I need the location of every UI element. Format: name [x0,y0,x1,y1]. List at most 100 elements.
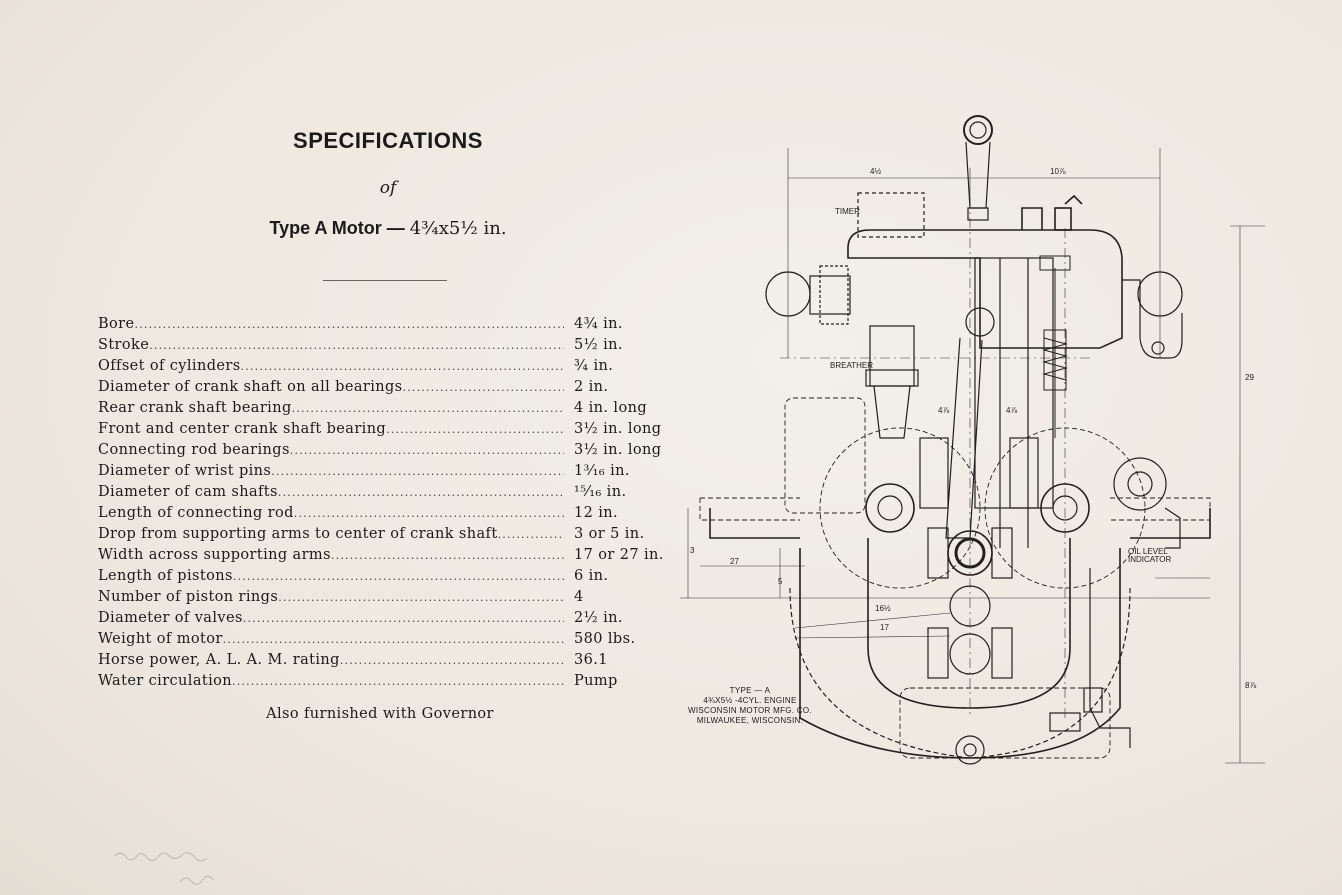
leader-dots: ........................................… [278,591,564,604]
leader-dots: ........................................… [277,486,564,499]
dashed-outlines [699,397,1211,759]
dim-16: 16½ [875,604,891,613]
right-cover [1113,457,1181,549]
caption-line: WISCONSIN MOTOR MFG. CO. [688,706,812,715]
leader-dots: ........................................… [232,570,564,583]
indicator-label: INDICATOR [1128,555,1171,564]
dim-27: 27 [730,557,739,566]
spec-value: 36.1 [574,652,608,668]
dim-4b: 4⅞ [1006,406,1017,415]
spec-row: Rear crank shaft bearing................… [98,400,678,421]
spec-value: 4 [574,589,584,605]
spec-row: Diameter of crank shaft on all bearings.… [98,379,678,400]
engine-cross-section-drawing: 4½ 10⅞ TIMER BREATHER OIL LEVEL INDICATO… [670,108,1290,778]
spec-row: Stroke..................................… [98,337,678,358]
spec-row: Water circulation.......................… [98,673,678,694]
leader-dots: ........................................… [222,633,564,646]
crank-handle [963,115,993,221]
spec-value: Pump [574,673,618,689]
title-of: of [379,178,397,198]
dim-4a: 4⅞ [938,406,949,415]
leader-dots: ........................................… [232,675,565,688]
dim-17: 17 [880,623,889,632]
caption-line: TYPE — A [729,686,771,695]
leader-dots: ........................................… [289,444,564,457]
spec-row: Diameter of wrist pins..................… [98,463,678,484]
leader-dots: ........................................… [149,339,565,352]
spec-label: Diameter of crank shaft on all bearings [98,379,403,395]
leader-dots: ........................................… [291,402,564,415]
spec-label: Diameter of cam shafts [98,484,278,500]
spec-value: 3 or 5 in. [574,526,645,542]
oil-level-label: OIL LEVEL [1128,547,1168,556]
oil-level-pipe [1089,568,1131,748]
specifications-list: Bore....................................… [98,316,678,694]
spec-row: Length of pistons.......................… [98,568,678,589]
spec-value: 580 lbs. [574,631,636,647]
drain-plug [955,735,985,765]
spec-row: Number of piston rings..................… [98,589,678,610]
flywheel-outline [789,587,1131,759]
leader-dots: ........................................… [242,612,564,625]
water-outlet-right [1122,271,1183,359]
spec-row: Front and center crank shaft bearing....… [98,421,678,442]
spec-value: ¾ in. [574,358,614,374]
water-outlet-left [765,265,851,325]
dimension-lines [680,148,1265,764]
spec-value: 17 or 27 in. [574,547,664,563]
spec-label: Horse power, A. L. A. M. rating [98,652,340,668]
breather-label: BREATHER [830,361,873,370]
valve-spring [1039,255,1071,438]
dim-5: 5 [778,577,783,586]
spec-label: Connecting rod bearings [98,442,290,458]
subtitle-dimensions: 4¾x5½ in. [409,218,507,239]
spec-value: 4¾ in. [574,316,623,332]
dimension-labels: 4½ 10⅞ TIMER BREATHER OIL LEVEL INDICATO… [690,167,1256,690]
spec-value: 5½ in. [574,337,623,353]
caption-line: MILWAUKEE, WISCONSIN. [696,716,804,725]
pencil-marks [114,852,215,885]
leader-dots: ........................................… [386,423,564,436]
spec-label: Number of piston rings [98,589,279,605]
spec-label: Length of connecting rod [98,505,294,521]
spec-label: Front and center crank shaft bearing [98,421,387,437]
subtitle-prefix: Type A Motor — [269,218,405,238]
spec-value: 4 in. long [574,400,648,416]
spec-label: Offset of cylinders [98,358,241,374]
spec-row: Drop from supporting arms to center of c… [98,526,678,547]
spec-row: Connecting rod bearings.................… [98,442,678,463]
spec-label: Diameter of valves [98,610,243,626]
spec-value: 1³⁄₁₆ in. [574,463,630,479]
dim-3: 3 [690,546,695,555]
spec-label: Drop from supporting arms to center of c… [98,526,498,542]
leader-dots: ........................................… [339,654,564,667]
spec-value: 3½ in. long [574,421,662,437]
spec-label: Stroke [98,337,150,353]
caption-line: 4¾X5½ -4CYL. ENGINE [703,696,797,705]
page-title: SPECIFICATIONS [293,128,483,153]
spec-label: Width across supporting arms [98,547,331,563]
leader-dots: ........................................… [271,465,564,478]
title-divider [323,280,447,281]
spec-label: Length of pistons [98,568,233,584]
spec-row: Width across supporting arms............… [98,547,678,568]
spec-label: Rear crank shaft bearing [98,400,292,416]
spec-row: Offset of cylinders.....................… [98,358,678,379]
spec-value: 6 in. [574,568,609,584]
spec-row: Bore....................................… [98,316,678,337]
spec-label: Bore [98,316,135,332]
spec-value: 12 in. [574,505,619,521]
spec-label: Water circulation [98,673,233,689]
dim-29: 29 [1245,373,1254,382]
spec-row: Diameter of valves......................… [98,610,678,631]
leader-dots: ........................................… [402,381,564,394]
leader-dots: ........................................… [330,549,564,562]
spec-value: 3½ in. long [574,442,662,458]
timer-label: TIMER [835,207,860,216]
spec-label: Weight of motor [98,631,223,647]
spec-value: 2 in. [574,379,609,395]
leader-dots: ........................................… [240,360,564,373]
dim-top-right: 10⅞ [1050,167,1066,176]
drawing-caption: TYPE — A 4¾X5½ -4CYL. ENGINE WISCONSIN M… [680,686,820,726]
